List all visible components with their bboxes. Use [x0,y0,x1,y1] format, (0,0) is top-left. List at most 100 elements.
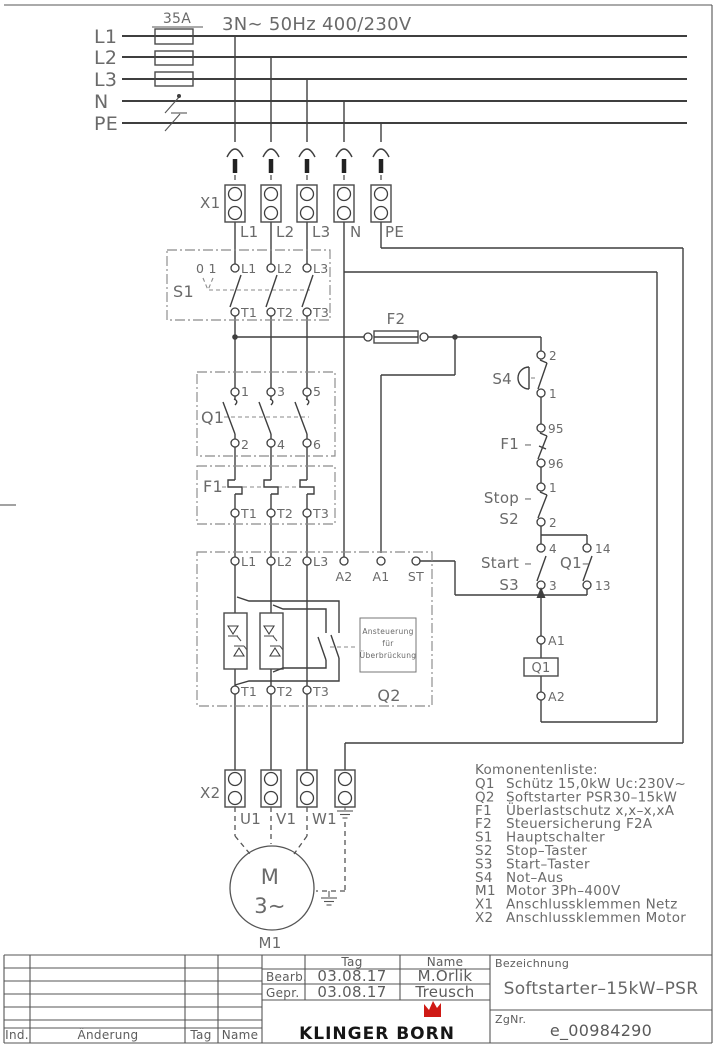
s3-action-label: Start – [481,554,532,572]
arrow-l3 [298,148,316,184]
q1-aux-13: 13 [595,579,611,593]
drawing-number: e_00984290 [550,1021,652,1041]
comp-ref-8: M1 [475,883,496,899]
q1-top-5: 5 [313,384,321,399]
system-label: 3N∼ 50Hz 400/230V [222,14,412,35]
klinger-born-logo: KLINGER BORN [299,1001,455,1044]
f1-label: F1 [203,477,223,496]
s1-top-l2: L2 [277,261,293,276]
zgnr-label: ZgNr. [495,1013,526,1026]
q1-coil-a1: A1 [548,633,565,648]
f2-control-fuse: F2 [363,310,429,344]
f1-aux-label: F1 – [500,435,532,453]
bus-label-l1: L1 [94,26,117,48]
gepr-date: 03.08.17 [317,983,386,1001]
s4-label: S4 [492,370,512,388]
comp-desc-1: Softstarter PSR30–15kW [506,789,677,805]
x1-terminal-block: X1 L1 L2 L3 N PE [200,184,404,241]
motor-m1: M 3∼ M1 [229,807,346,952]
comp-ref-9: X1 [475,897,493,913]
s3-label: S3 [499,576,519,594]
neutral-disconnect-mark [164,94,181,114]
s1-label: S1 [173,282,194,301]
s1-top-l3: L3 [313,261,329,276]
supply-fuses: 35A [152,11,203,87]
q2-top-a2: A2 [335,569,352,584]
q2-bot-t2: T2 [276,684,293,699]
q2-top-l3: L3 [313,554,329,569]
q2-label: Q2 [377,686,400,705]
bearb-label: Bearb. [266,970,307,984]
x1-term-l1: L1 [240,223,259,241]
q2-top-l1: L1 [241,554,257,569]
q1-bot-6: 6 [313,437,321,452]
q1-top-3: 3 [277,384,285,399]
q2-softstarter: L1 L2 L3 A2 A1 ST [196,551,433,707]
comp-desc-7: Not–Aus [506,870,563,886]
comp-desc-9: Anschlussklemmen Netz [506,897,678,913]
f1-aux-95: 95 [548,422,564,436]
motor-tag: M1 [258,934,281,952]
logo-icon [424,1001,441,1017]
bus-label-n: N [94,91,109,113]
tag-col-label: Tag [189,1028,211,1042]
s1-positions: 0 1 [196,261,217,276]
comp-ref-10: X2 [475,910,493,926]
s1-bot-t1: T1 [240,305,257,320]
s1-top-l1: L1 [241,261,257,276]
f2-label: F2 [387,310,406,328]
arrow-l2 [262,148,280,184]
arrow-l1 [226,148,244,184]
x2-term-w1: W1 [312,810,337,828]
s2-t1: 1 [549,481,557,495]
thyristor-module-2 [259,612,284,670]
f1-bot-t2: T2 [276,506,293,521]
s4-emergency-stop: S4 2 1 [492,349,557,401]
arrow-n [335,148,353,184]
s3-t1: 4 [549,542,557,556]
gepr-label: Gepr. [266,986,299,1000]
cable-entry-arrows [226,148,390,184]
comp-desc-6: Start–Taster [506,856,590,872]
motor-earth-symbol [321,891,337,906]
x2-term-v1: V1 [276,810,296,828]
company-name: KLINGER BORN [299,1024,455,1044]
x1-term-n: N [350,223,362,241]
x2-label: X2 [200,784,220,802]
s4-t1: 1 [549,387,557,401]
q2-top-l2: L2 [277,554,293,569]
gepr-name: Treusch [414,983,474,1001]
s2-t2: 2 [549,516,557,530]
f1-aux-contact: F1 – 95 96 [500,422,564,471]
q1-coil: Q1 A1 A2 [523,633,565,704]
comp-ref-3: F2 [475,816,492,832]
s3-t2: 3 [549,579,557,593]
s3-start-button: Start – S3 4 3 [481,542,557,594]
q1-aux-contact: Q1– 14 13 [560,542,611,593]
x1-term-pe: PE [385,223,404,241]
s1-main-switch: 0 1 S1 L1 L2 L3 T1 T2 T3 [166,249,331,321]
ind-label: Ind. [5,1028,29,1042]
f1-overload-relay: F1 T1 T2 T3 [196,465,336,525]
tag-header: Tag [340,955,362,969]
s2-action-label: Stop – [484,489,532,507]
bearb-date: 03.08.17 [317,967,386,985]
comp-desc-2: Überlastschutz x,x–x,xA [506,801,675,819]
f1-bot-t1: T1 [240,506,257,521]
q1-bot-2: 2 [241,437,249,452]
control-circuit: S4 2 1 F1 – 95 96 Stop – S2 1 2 Start – … [481,349,611,704]
comp-desc-0: Schütz 15,0kW Uc:230V~ [506,776,686,792]
f1-bot-t3: T3 [312,506,329,521]
comp-desc-10: Anschlussklemmen Motor [506,910,686,926]
q2-bot-t3: T3 [312,684,329,699]
q2-bot-t1: T1 [240,684,257,699]
comp-ref-7: S4 [475,870,493,886]
bypass-text-1: Ansteuerung [362,627,413,636]
x2-term-u1: U1 [240,810,261,828]
q1-label: Q1 [201,408,224,427]
comp-ref-2: F1 [475,803,492,819]
thyristor-module-1 [223,612,248,670]
q1-contactor: Q1 1 3 5 2 4 6 [196,371,336,457]
